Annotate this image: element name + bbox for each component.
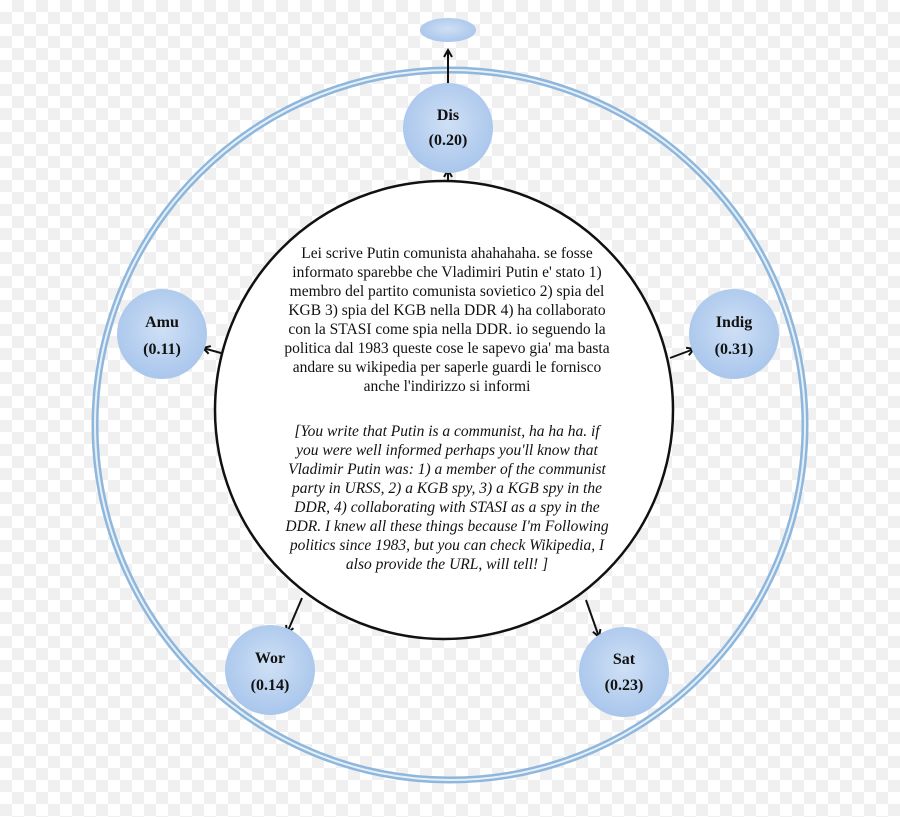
node-dis: Dis (0.20) [403, 83, 493, 173]
center-text-italian: Lei scrive Putin comunista ahahahaha. se… [284, 245, 610, 395]
arrow-to-indig [669, 349, 694, 359]
node-dis-name: Dis [437, 107, 459, 124]
arrow-to-sat [585, 599, 599, 637]
center-circle [213, 179, 675, 641]
outer-ring-inner-line [94, 69, 806, 781]
node-wor-name: Wor [255, 650, 285, 667]
node-indig-value: (0.31) [715, 341, 754, 358]
node-indig-name: Indig [716, 314, 752, 331]
node-wor: Wor (0.14) [225, 625, 315, 715]
center-text-english: [You write that Putin is a communist, ha… [285, 423, 609, 573]
node-indig: Indig (0.31) [689, 289, 779, 379]
node-amu-name: Amu [145, 314, 179, 331]
top-partial-node [420, 18, 476, 42]
node-sat: Sat (0.23) [579, 627, 669, 717]
node-sat-value: (0.23) [605, 677, 644, 694]
node-amu-value: (0.11) [143, 341, 181, 358]
node-wor-value: (0.14) [251, 677, 290, 694]
arrow-to-wor [287, 597, 303, 633]
node-dis-value: (0.20) [429, 132, 468, 149]
node-sat-name: Sat [613, 651, 636, 668]
node-amu: Amu (0.11) [117, 289, 207, 379]
